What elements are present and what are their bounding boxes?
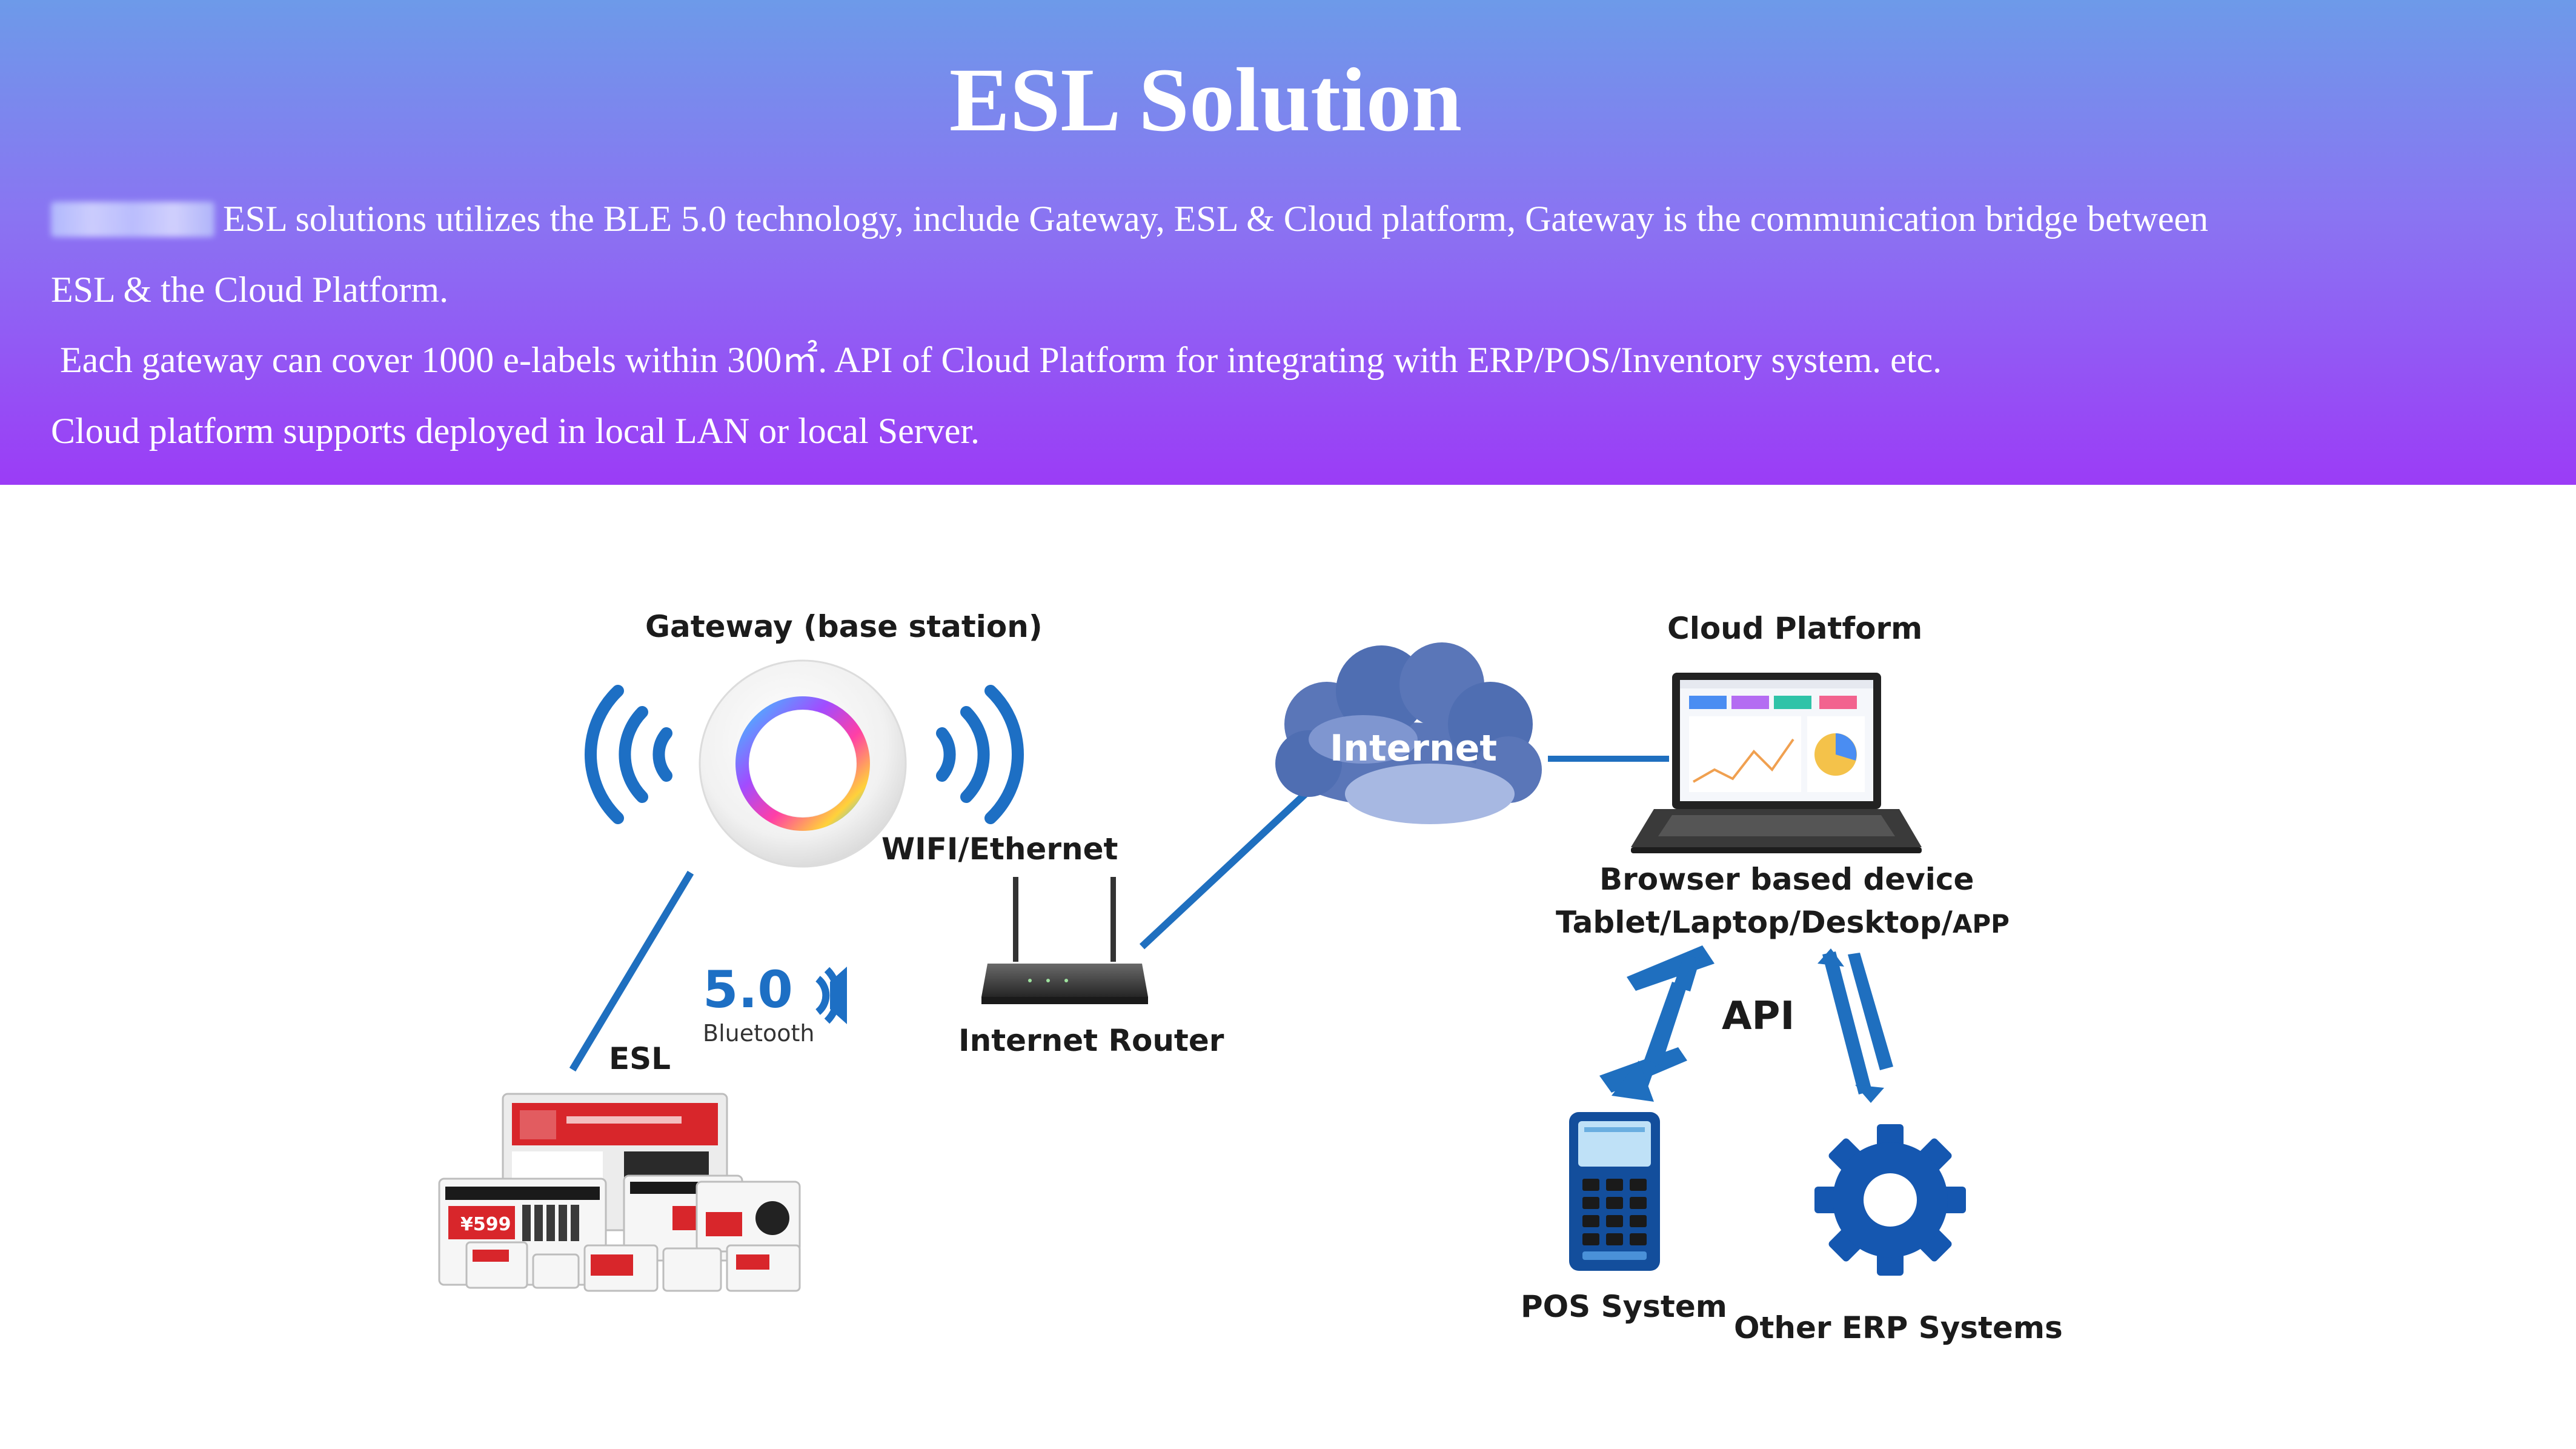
intro-line-1: ESL solutions utilizes the BLE 5.0 techn… xyxy=(51,198,2208,240)
api-arrows-icon xyxy=(1612,951,1702,1102)
intro-line-1-text: ESL solutions utilizes the BLE 5.0 techn… xyxy=(223,199,2209,239)
gateway-device-icon xyxy=(699,659,907,868)
router-icon xyxy=(981,877,1148,1004)
blurred-brand-name xyxy=(51,202,214,237)
intro-line-3: Each gateway can cover 1000 e-labels wit… xyxy=(51,340,1942,380)
wifi-right-icon xyxy=(936,685,1024,824)
bluetooth-label: Bluetooth xyxy=(703,1020,814,1047)
device-types-text: Tablet/Laptop/Desktop/ xyxy=(1556,905,1953,940)
bluetooth-badge: 5.0 Bluetooth xyxy=(703,960,847,1047)
header-banner xyxy=(0,0,2576,485)
browser-device-label: Browser based device xyxy=(1599,862,1974,897)
device-types-label: Tablet/Laptop/Desktop/APP xyxy=(1556,905,2010,940)
bluetooth-version: 5.0 xyxy=(703,960,793,1019)
gateway-esl-link xyxy=(569,870,694,1072)
pos-terminal-icon xyxy=(1569,1112,1660,1271)
gear-icon xyxy=(1814,1124,1966,1276)
esl-label: ESL xyxy=(609,1041,671,1076)
page-title: ESL Solution xyxy=(949,50,1462,150)
app-label: APP xyxy=(1952,909,2010,939)
wifi-ethernet-label: WIFI/Ethernet xyxy=(881,831,1118,867)
intro-line-4: Cloud platform supports deployed in loca… xyxy=(51,411,980,451)
svg-text:¥599: ¥599 xyxy=(460,1214,511,1235)
esl-labels-icon: ¥599 xyxy=(438,1093,801,1292)
router-internet-link xyxy=(1139,788,1312,950)
internet-cloud-icon: Internet xyxy=(1275,642,1542,824)
intro-line-2: ESL & the Cloud Platform. xyxy=(51,270,449,310)
cloud-platform-label: Cloud Platform xyxy=(1667,611,1923,646)
api-label: API xyxy=(1722,994,1795,1039)
internet-text: Internet xyxy=(1330,727,1497,770)
wifi-left-icon xyxy=(585,685,672,824)
gateway-label: Gateway (base station) xyxy=(645,609,1043,644)
network-diagram: 5.0 Bluetooth Internet xyxy=(438,642,1966,1292)
erp-systems-label: Other ERP Systems xyxy=(1734,1310,2063,1345)
laptop-icon xyxy=(1631,673,1922,853)
pos-system-label: POS System xyxy=(1521,1289,1727,1324)
api-arrows-right-icon xyxy=(1817,948,1893,1103)
internet-router-label: Internet Router xyxy=(958,1023,1224,1058)
